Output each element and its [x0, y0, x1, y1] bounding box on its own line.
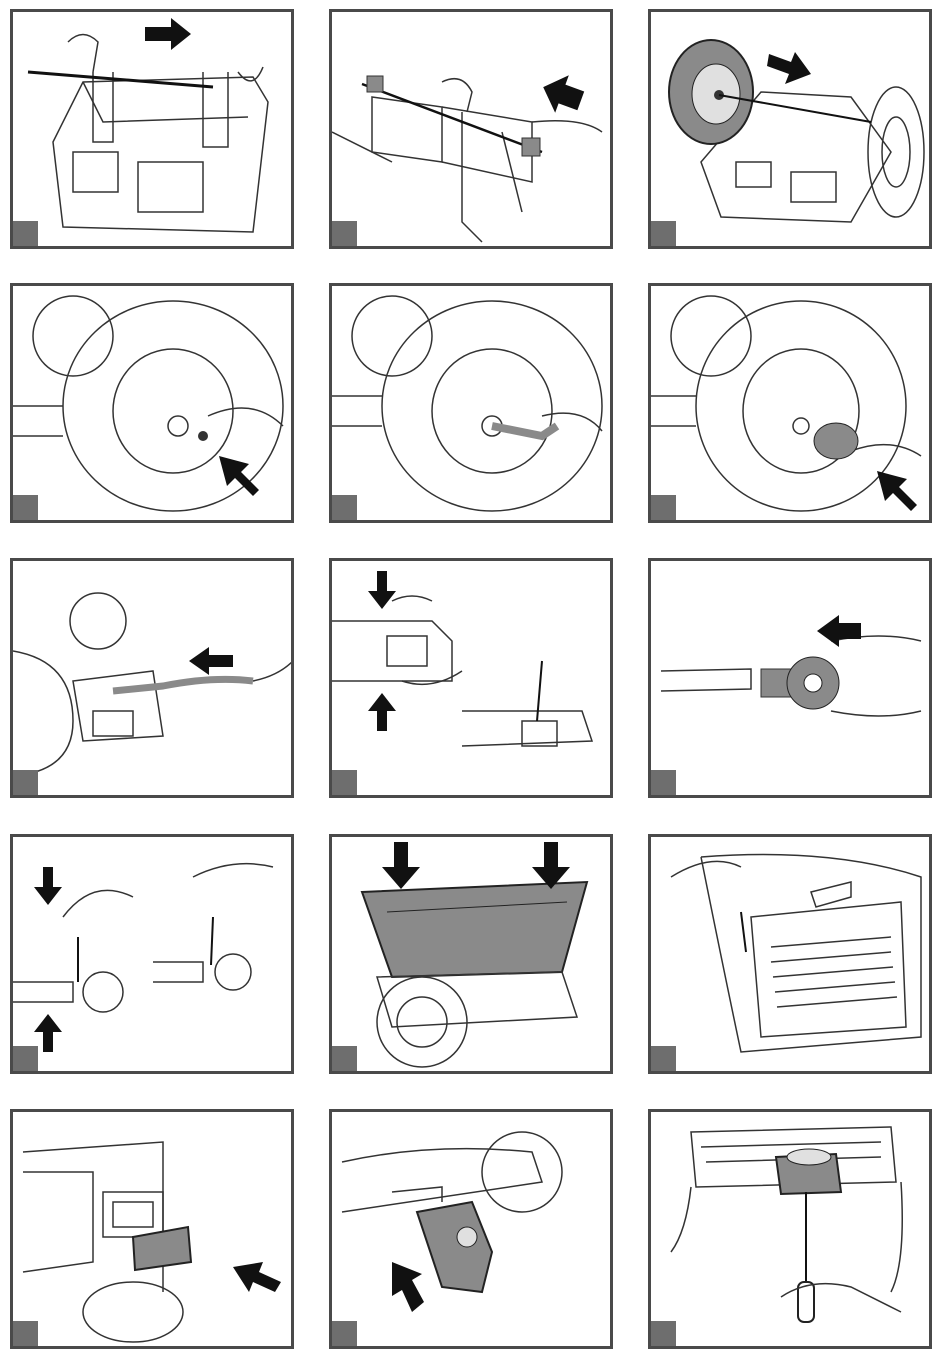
step-marker [13, 1321, 38, 1346]
step-marker [332, 1321, 357, 1346]
step-marker [651, 495, 676, 520]
arrow-left-icon [536, 68, 587, 119]
step-panel-7 [10, 558, 294, 798]
illustration-steering-rod [13, 561, 291, 795]
illustration-seat-screw [651, 1112, 929, 1346]
arrow-up-left-icon [233, 1262, 281, 1292]
illustration-battery [13, 1112, 291, 1346]
arrow-left-icon [817, 615, 861, 647]
step-marker [332, 770, 357, 795]
arrow-down-icon [34, 867, 62, 905]
arrow-up-icon [368, 693, 396, 731]
illustration-steering-bracket [332, 561, 610, 795]
step-panel-4 [10, 283, 294, 523]
step-marker [13, 770, 38, 795]
step-panel-9 [648, 558, 932, 798]
step-panel-14 [329, 1109, 613, 1349]
step-panel-15 [648, 1109, 932, 1349]
step-marker [651, 770, 676, 795]
step-panel-3 [648, 9, 932, 249]
step-panel-13 [10, 1109, 294, 1349]
step-marker [332, 495, 357, 520]
arrow-up-left-icon [877, 471, 917, 511]
illustration-axle-rear [13, 12, 291, 246]
step-panel-11 [329, 834, 613, 1074]
step-marker [651, 1321, 676, 1346]
arrow-down-icon [532, 842, 570, 889]
arrow-left-icon [189, 647, 233, 675]
step-panel-5 [329, 283, 613, 523]
arrow-right-icon [145, 18, 191, 50]
arrow-down-icon [368, 571, 396, 609]
illustration-axle-front [332, 12, 610, 246]
illustration-hopper [332, 837, 610, 1071]
step-marker [13, 495, 38, 520]
step-panel-1 [10, 9, 294, 249]
arrow-right-icon [767, 52, 811, 84]
illustration-pedal [332, 1112, 610, 1346]
step-panel-6 [648, 283, 932, 523]
illustration-wheel-mount [651, 12, 929, 246]
illustration-plate-screw [651, 837, 929, 1071]
step-marker [332, 1046, 357, 1071]
step-marker [13, 1046, 38, 1071]
step-marker [651, 221, 676, 246]
step-marker [13, 221, 38, 246]
step-marker [651, 1046, 676, 1071]
illustration-hubcap [651, 286, 929, 520]
step-panel-10 [10, 834, 294, 1074]
illustration-knob-screw [13, 837, 291, 1071]
arrow-up-right-icon [392, 1262, 424, 1312]
arrow-down-icon [382, 842, 420, 889]
illustration-washer [13, 286, 291, 520]
illustration-cap-nut [332, 286, 610, 520]
step-marker [332, 221, 357, 246]
arrow-up-icon [34, 1014, 62, 1052]
step-panel-8 [329, 558, 613, 798]
illustration-steering-knob [651, 561, 929, 795]
step-panel-12 [648, 834, 932, 1074]
step-panel-2 [329, 9, 613, 249]
